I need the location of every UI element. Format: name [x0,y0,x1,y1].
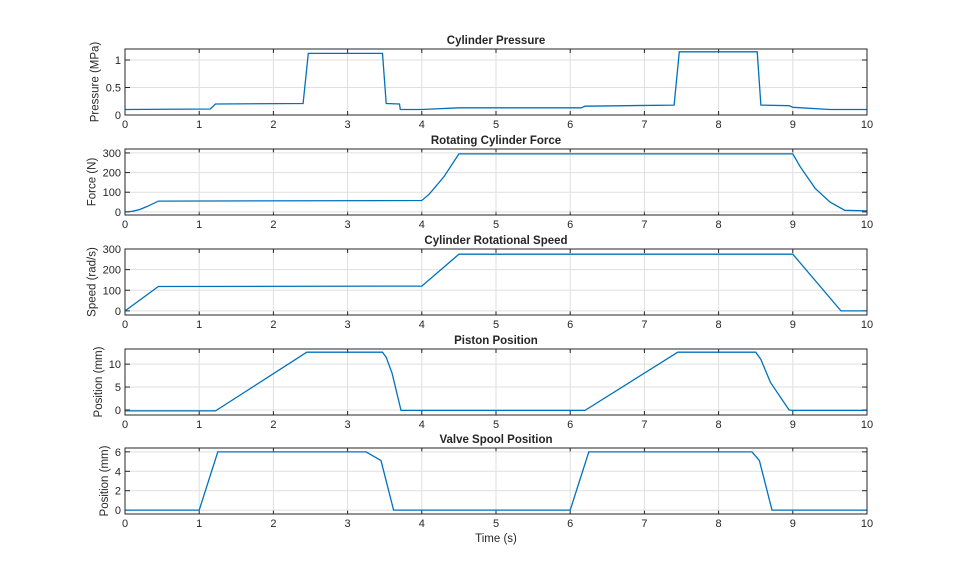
x-tick-label: 6 [567,219,573,231]
chart-title: Cylinder Pressure [447,35,545,47]
x-tick-label: 3 [345,319,351,331]
x-tick-label: 5 [493,219,499,231]
x-tick-label: 3 [345,518,351,530]
subplot-1: 0 1 2 3 4 5 6 7 8 9 10 0 0.5 1 Cylinder PressurePressu… [90,35,873,131]
x-tick-label: 0 [122,119,128,131]
x-tick-label: 6 [567,119,573,131]
y-axis-label: Speed (rad/s) [87,247,99,317]
x-tick-label: 9 [790,119,796,131]
y-axis-label: Position (mm) [93,346,105,417]
chart-title: Valve Spool Position [439,434,552,446]
y-tick-label: 200 [103,168,121,180]
y-tick-label: 0.5 [106,83,121,95]
y-tick-label: 300 [103,148,121,160]
x-axis-label: Time (s) [475,533,517,545]
x-tick-label: 4 [419,419,425,431]
y-tick-label: 10 [109,359,121,371]
x-tick-label: 5 [493,419,499,431]
x-tick-label: 2 [270,119,276,131]
y-tick-label: 1 [115,55,121,67]
x-tick-label: 7 [641,219,647,231]
x-tick-label: 2 [270,319,276,331]
x-tick-label: 5 [493,319,499,331]
x-tick-label: 10 [861,518,873,530]
subplot-4: 0 1 2 3 4 5 6 7 8 9 10 0 5 10 Piston PositionPosition … [93,335,873,431]
x-tick-label: 6 [567,518,573,530]
x-tick-label: 2 [270,518,276,530]
y-tick-label: 0 [115,405,121,417]
y-tick-label: 300 [103,244,121,256]
x-tick-label: 8 [716,219,722,231]
x-tick-label: 2 [270,219,276,231]
y-tick-label: 100 [103,187,121,199]
x-tick-label: 1 [196,219,202,231]
y-axis-label: Pressure (MPa) [90,42,102,123]
x-tick-label: 7 [641,319,647,331]
x-tick-label: 1 [196,319,202,331]
x-tick-label: 6 [567,319,573,331]
y-tick-label: 0 [115,505,121,517]
y-tick-label: 0 [115,207,121,219]
y-tick-label: 200 [103,265,121,277]
y-axis-label: Force (N) [87,158,99,207]
x-tick-label: 8 [716,119,722,131]
x-tick-label: 4 [419,119,425,131]
x-tick-label: 2 [270,419,276,431]
x-tick-label: 0 [122,219,128,231]
x-tick-label: 10 [861,419,873,431]
x-tick-label: 9 [790,419,796,431]
y-tick-label: 0 [115,110,121,122]
y-tick-label: 5 [115,382,121,394]
x-tick-label: 4 [419,518,425,530]
x-tick-label: 10 [861,319,873,331]
x-tick-label: 7 [641,119,647,131]
y-tick-label: 0 [115,306,121,318]
x-tick-label: 7 [641,518,647,530]
x-tick-label: 1 [196,119,202,131]
y-axis-label: Position (mm) [99,445,111,516]
x-tick-label: 3 [345,119,351,131]
x-tick-label: 1 [196,419,202,431]
subplot-5: 0 1 2 3 4 5 6 7 8 9 10 0 2 4 6 Valve Spool PositionPosi… [99,434,873,545]
chart-title: Cylinder Rotational Speed [424,235,567,247]
x-tick-label: 4 [419,219,425,231]
x-tick-label: 9 [790,219,796,231]
x-tick-label: 1 [196,518,202,530]
x-tick-label: 0 [122,419,128,431]
x-tick-label: 9 [790,518,796,530]
x-tick-label: 3 [345,419,351,431]
y-tick-label: 100 [103,285,121,297]
y-tick-label: 6 [115,447,121,459]
x-tick-label: 5 [493,518,499,530]
x-tick-label: 9 [790,319,796,331]
x-tick-label: 8 [716,419,722,431]
y-tick-label: 4 [115,466,121,478]
chart-title: Piston Position [454,335,538,347]
x-tick-label: 10 [861,219,873,231]
x-tick-label: 0 [122,518,128,530]
x-tick-label: 10 [861,119,873,131]
chart-title: Rotating Cylinder Force [431,135,561,147]
y-tick-label: 2 [115,486,121,498]
x-tick-label: 3 [345,219,351,231]
x-tick-label: 7 [641,419,647,431]
x-tick-label: 4 [419,319,425,331]
x-tick-label: 6 [567,419,573,431]
x-tick-label: 8 [716,518,722,530]
x-tick-label: 0 [122,319,128,331]
x-tick-label: 5 [493,119,499,131]
x-tick-label: 8 [716,319,722,331]
